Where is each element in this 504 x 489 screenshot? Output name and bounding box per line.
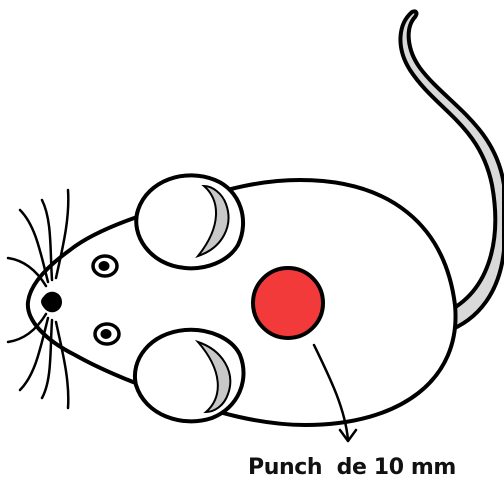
- ear-top: [136, 175, 243, 268]
- eye-top: [93, 256, 117, 276]
- ear-bottom: [135, 330, 244, 422]
- punch-mark: [253, 268, 323, 338]
- punch-caption: Punch de 10 mm: [248, 454, 456, 482]
- eye-bottom: [95, 324, 119, 344]
